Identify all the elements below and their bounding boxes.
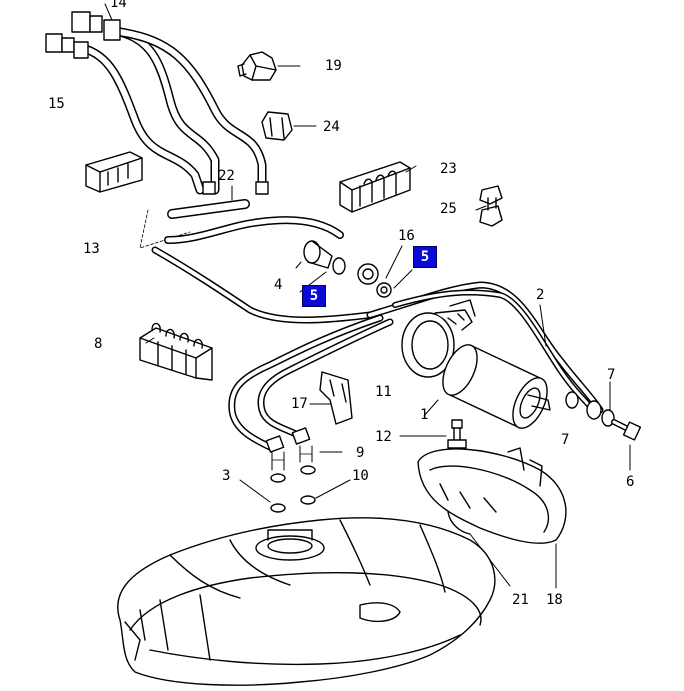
callout-1: 1 [420,407,429,423]
clip-8 [139,322,213,381]
fuel-tank [117,517,496,686]
callout-23: 23 [440,161,457,177]
fuel-line-main [151,246,604,415]
callout-10: 10 [352,468,369,484]
callout-7b: 7 [561,432,570,448]
bolt-12 [399,419,467,449]
fitting-4 [295,240,346,275]
callout-16: 16 [398,228,415,244]
callout-18: 18 [546,592,563,608]
callout-22: 22 [218,168,235,184]
connector-19 [237,51,301,81]
bracket-17 [309,371,353,425]
callout-17: 17 [291,396,308,412]
bolt-6 [565,381,642,471]
feed-lines-to-tank [228,314,394,471]
callout-13: 13 [83,241,100,257]
shield-18 [417,447,567,589]
callout-3: 3 [222,468,231,484]
callout-6: 6 [626,474,635,490]
callout-14: 14 [110,0,127,11]
callout-19: 19 [325,58,342,74]
hose-22 [139,199,344,249]
callout-11: 11 [375,384,392,400]
fitting-16 [357,263,392,298]
callout-4: 4 [274,277,283,293]
clip-25 [479,185,503,227]
callout-badge-5-right[interactable]: 5 [413,246,437,268]
callout-25: 25 [440,201,457,217]
upper-hose-assembly [45,11,269,195]
callout-24: 24 [323,119,340,135]
small-parts [239,451,351,513]
callout-7a: 7 [607,367,616,383]
callout-12: 12 [375,429,392,445]
grommet-24 [261,111,317,141]
callout-21: 21 [512,592,529,608]
clamp-11 [401,299,476,378]
callout-badge-5-left[interactable]: 5 [302,285,326,307]
callout-15: 15 [48,96,65,112]
callout-2: 2 [536,287,545,303]
callout-8: 8 [94,336,103,352]
callout-9: 9 [356,445,365,461]
clip-13 [85,151,143,193]
leader-lines [104,3,547,347]
fuel-filter-1 [423,344,551,429]
clip-23 [339,161,411,213]
